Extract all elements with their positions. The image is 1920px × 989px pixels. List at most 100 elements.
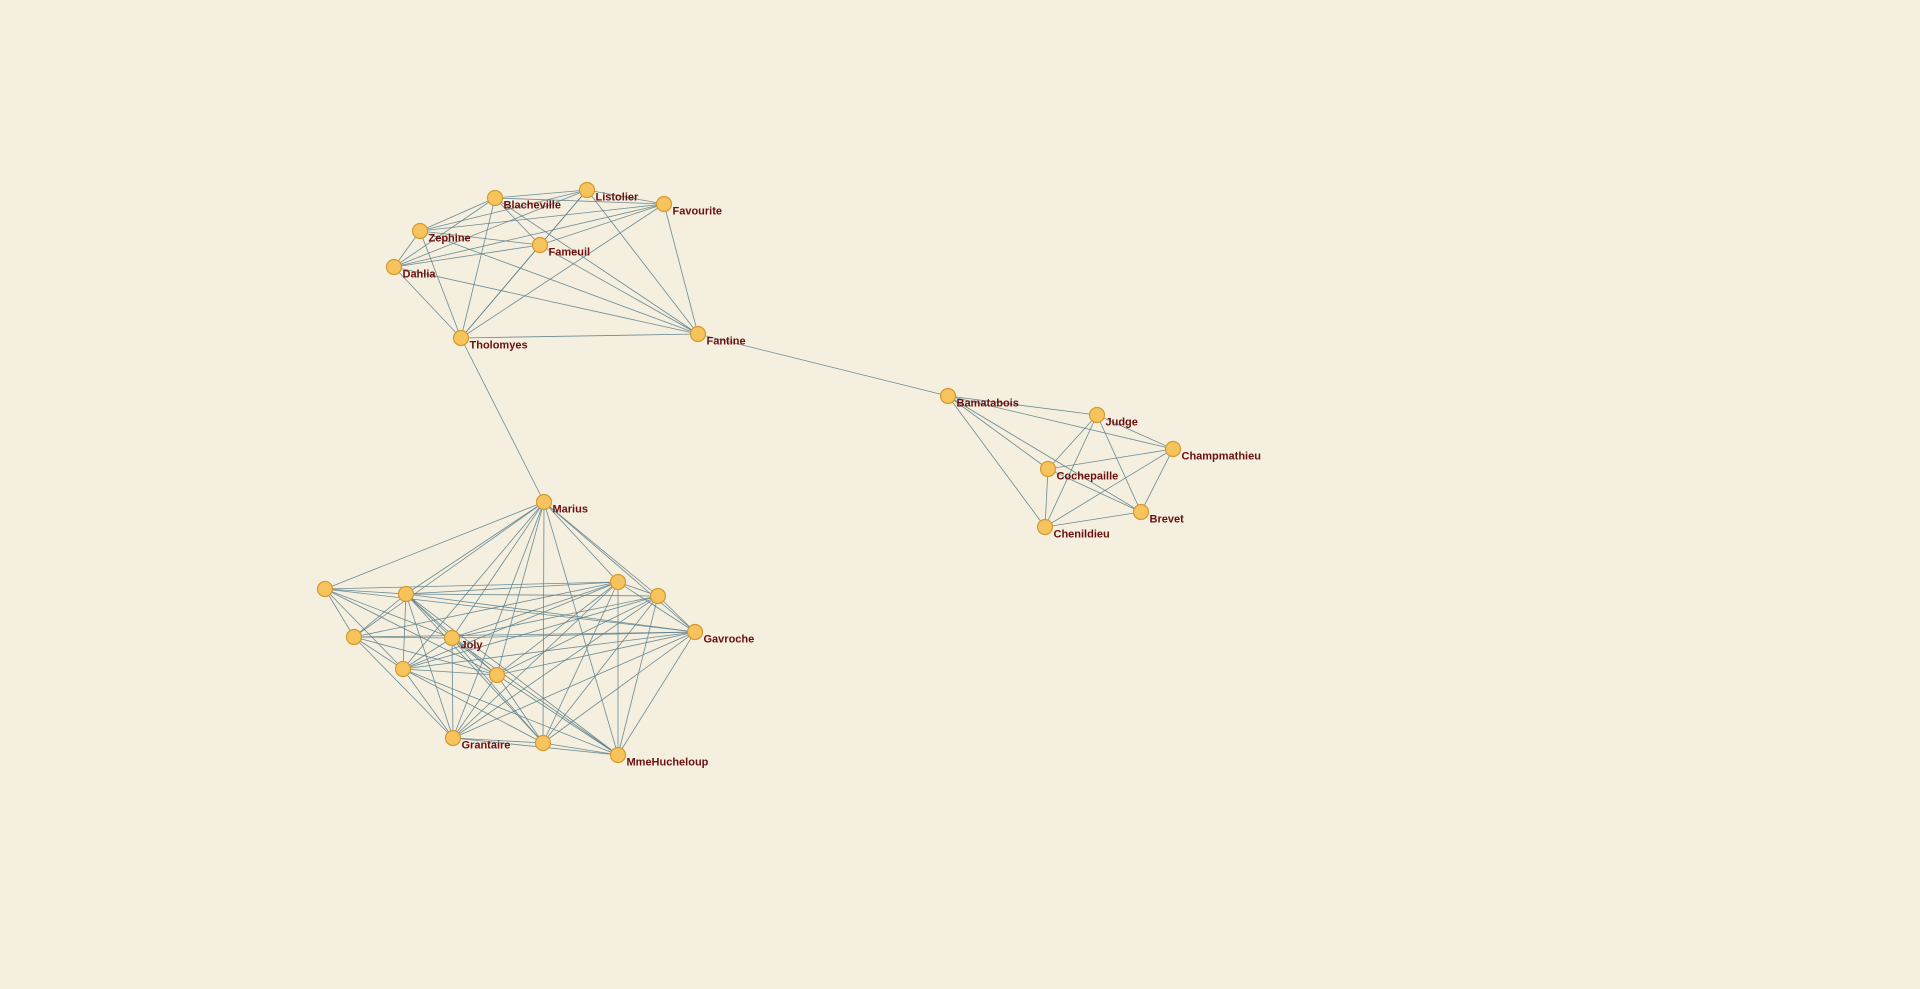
edge-l2-l4 — [402, 593, 407, 670]
edge-favourite-fantine — [663, 203, 699, 335]
edge-zephine-fameuil — [419, 230, 541, 246]
edge-l8-mmehucheloup — [542, 742, 619, 756]
edge-bamatabois-chenildieu — [947, 395, 1046, 528]
edge-l7-joly — [451, 595, 659, 639]
node-label: Tholomyes — [470, 340, 528, 352]
node-blacheville[interactable]: Blacheville — [486, 189, 561, 212]
edge-fameuil-tholomyes — [460, 244, 541, 339]
node-circle[interactable] — [1039, 460, 1057, 478]
edge-zephine-tholomyes — [419, 230, 462, 339]
node-joly[interactable]: Joly — [443, 629, 484, 652]
node-circle[interactable] — [444, 729, 462, 747]
edge-judge-brevet — [1096, 414, 1142, 513]
node-label: Joly — [461, 640, 484, 652]
edge-zephine-fantine — [419, 230, 699, 335]
node-circle[interactable] — [649, 587, 667, 605]
node-circle[interactable] — [939, 387, 957, 405]
edge-marius-l1 — [324, 501, 545, 590]
node-circle[interactable] — [1088, 406, 1106, 424]
node-l2[interactable] — [397, 585, 415, 603]
node-circle[interactable] — [1164, 440, 1182, 458]
node-label: Fameuil — [549, 247, 591, 259]
edge-l4-l6 — [402, 581, 619, 670]
node-cochepaille[interactable]: Cochepaille — [1039, 460, 1119, 483]
node-circle[interactable] — [385, 258, 403, 276]
node-chenildieu[interactable]: Chenildieu — [1036, 518, 1110, 541]
edge-l7-l8 — [542, 595, 659, 744]
edge-favourite-dahlia — [393, 203, 665, 268]
node-circle[interactable] — [452, 329, 470, 347]
node-l3[interactable] — [345, 628, 363, 646]
edge-gavroche-grantaire — [452, 631, 696, 739]
edge-bamatabois-champmathieu — [947, 395, 1174, 450]
node-fantine[interactable]: Fantine — [689, 325, 746, 348]
edge-marius-l6 — [543, 501, 619, 583]
node-circle[interactable] — [345, 628, 363, 646]
node-favourite[interactable]: Favourite — [655, 195, 723, 218]
node-circle[interactable] — [535, 493, 553, 511]
node-l1[interactable] — [316, 580, 334, 598]
node-bamatabois[interactable]: Bamatabois — [939, 387, 1019, 410]
node-circle[interactable] — [443, 629, 461, 647]
node-label: Dahlia — [403, 269, 437, 281]
node-circle[interactable] — [1036, 518, 1054, 536]
node-dahlia[interactable]: Dahlia — [385, 258, 437, 281]
edge-bamatabois-judge — [947, 395, 1098, 416]
edge-dahlia-tholomyes — [393, 266, 462, 339]
node-circle[interactable] — [531, 236, 549, 254]
node-circle[interactable] — [609, 573, 627, 591]
node-circle[interactable] — [394, 660, 412, 678]
node-circle[interactable] — [609, 746, 627, 764]
edge-l5-gavroche — [496, 631, 696, 676]
edge-judge-cochepaille — [1047, 414, 1098, 470]
edge-l5-mmehucheloup — [496, 674, 619, 756]
edge-l8-gavroche — [542, 631, 696, 744]
edge-l2-l3 — [353, 593, 407, 638]
node-circle[interactable] — [689, 325, 707, 343]
node-champmathieu[interactable]: Champmathieu — [1164, 440, 1261, 463]
edge-gavroche-joly — [451, 631, 696, 639]
node-l5[interactable] — [488, 666, 506, 684]
node-circle[interactable] — [534, 734, 552, 752]
node-l6[interactable] — [609, 573, 627, 591]
node-fameuil[interactable]: Fameuil — [531, 236, 591, 259]
node-l7[interactable] — [649, 587, 667, 605]
edge-l6-gavroche — [617, 581, 696, 633]
node-grantaire[interactable]: Grantaire — [444, 729, 511, 752]
node-l8[interactable] — [534, 734, 552, 752]
node-circle[interactable] — [316, 580, 334, 598]
edge-l5-l6 — [496, 581, 619, 676]
edge-l3-l4 — [353, 636, 404, 670]
edge-blacheville-dahlia — [393, 197, 496, 268]
node-circle[interactable] — [486, 189, 504, 207]
edge-brevet-chenildieu — [1044, 511, 1142, 528]
node-circle[interactable] — [686, 623, 704, 641]
edge-l4-l5 — [402, 668, 498, 676]
node-mmehucheloup[interactable]: MmeHucheloup — [609, 746, 709, 769]
node-judge[interactable]: Judge — [1088, 406, 1138, 429]
edge-l1-gavroche — [324, 588, 696, 633]
edge-marius-mmehucheloup — [543, 501, 619, 756]
node-label: Judge — [1106, 417, 1138, 429]
node-marius[interactable]: Marius — [535, 493, 588, 516]
node-circle[interactable] — [397, 585, 415, 603]
node-gavroche[interactable]: Gavroche — [686, 623, 755, 646]
node-zephine[interactable]: Zephine — [411, 222, 471, 245]
node-brevet[interactable]: Brevet — [1132, 503, 1185, 526]
edge-l2-l7 — [405, 593, 659, 597]
node-listolier[interactable]: Listolier — [578, 181, 640, 204]
edge-l6-joly — [451, 581, 619, 639]
node-l4[interactable] — [394, 660, 412, 678]
edge-fantine-bamatabois — [697, 333, 949, 397]
node-circle[interactable] — [1132, 503, 1150, 521]
node-tholomyes[interactable]: Tholomyes — [452, 329, 528, 352]
edge-l1-joly — [324, 588, 453, 639]
node-circle[interactable] — [578, 181, 596, 199]
node-circle[interactable] — [655, 195, 673, 213]
node-circle[interactable] — [488, 666, 506, 684]
edge-favourite-zephine — [419, 203, 665, 232]
edge-marius-l5 — [496, 501, 545, 676]
node-circle[interactable] — [411, 222, 429, 240]
